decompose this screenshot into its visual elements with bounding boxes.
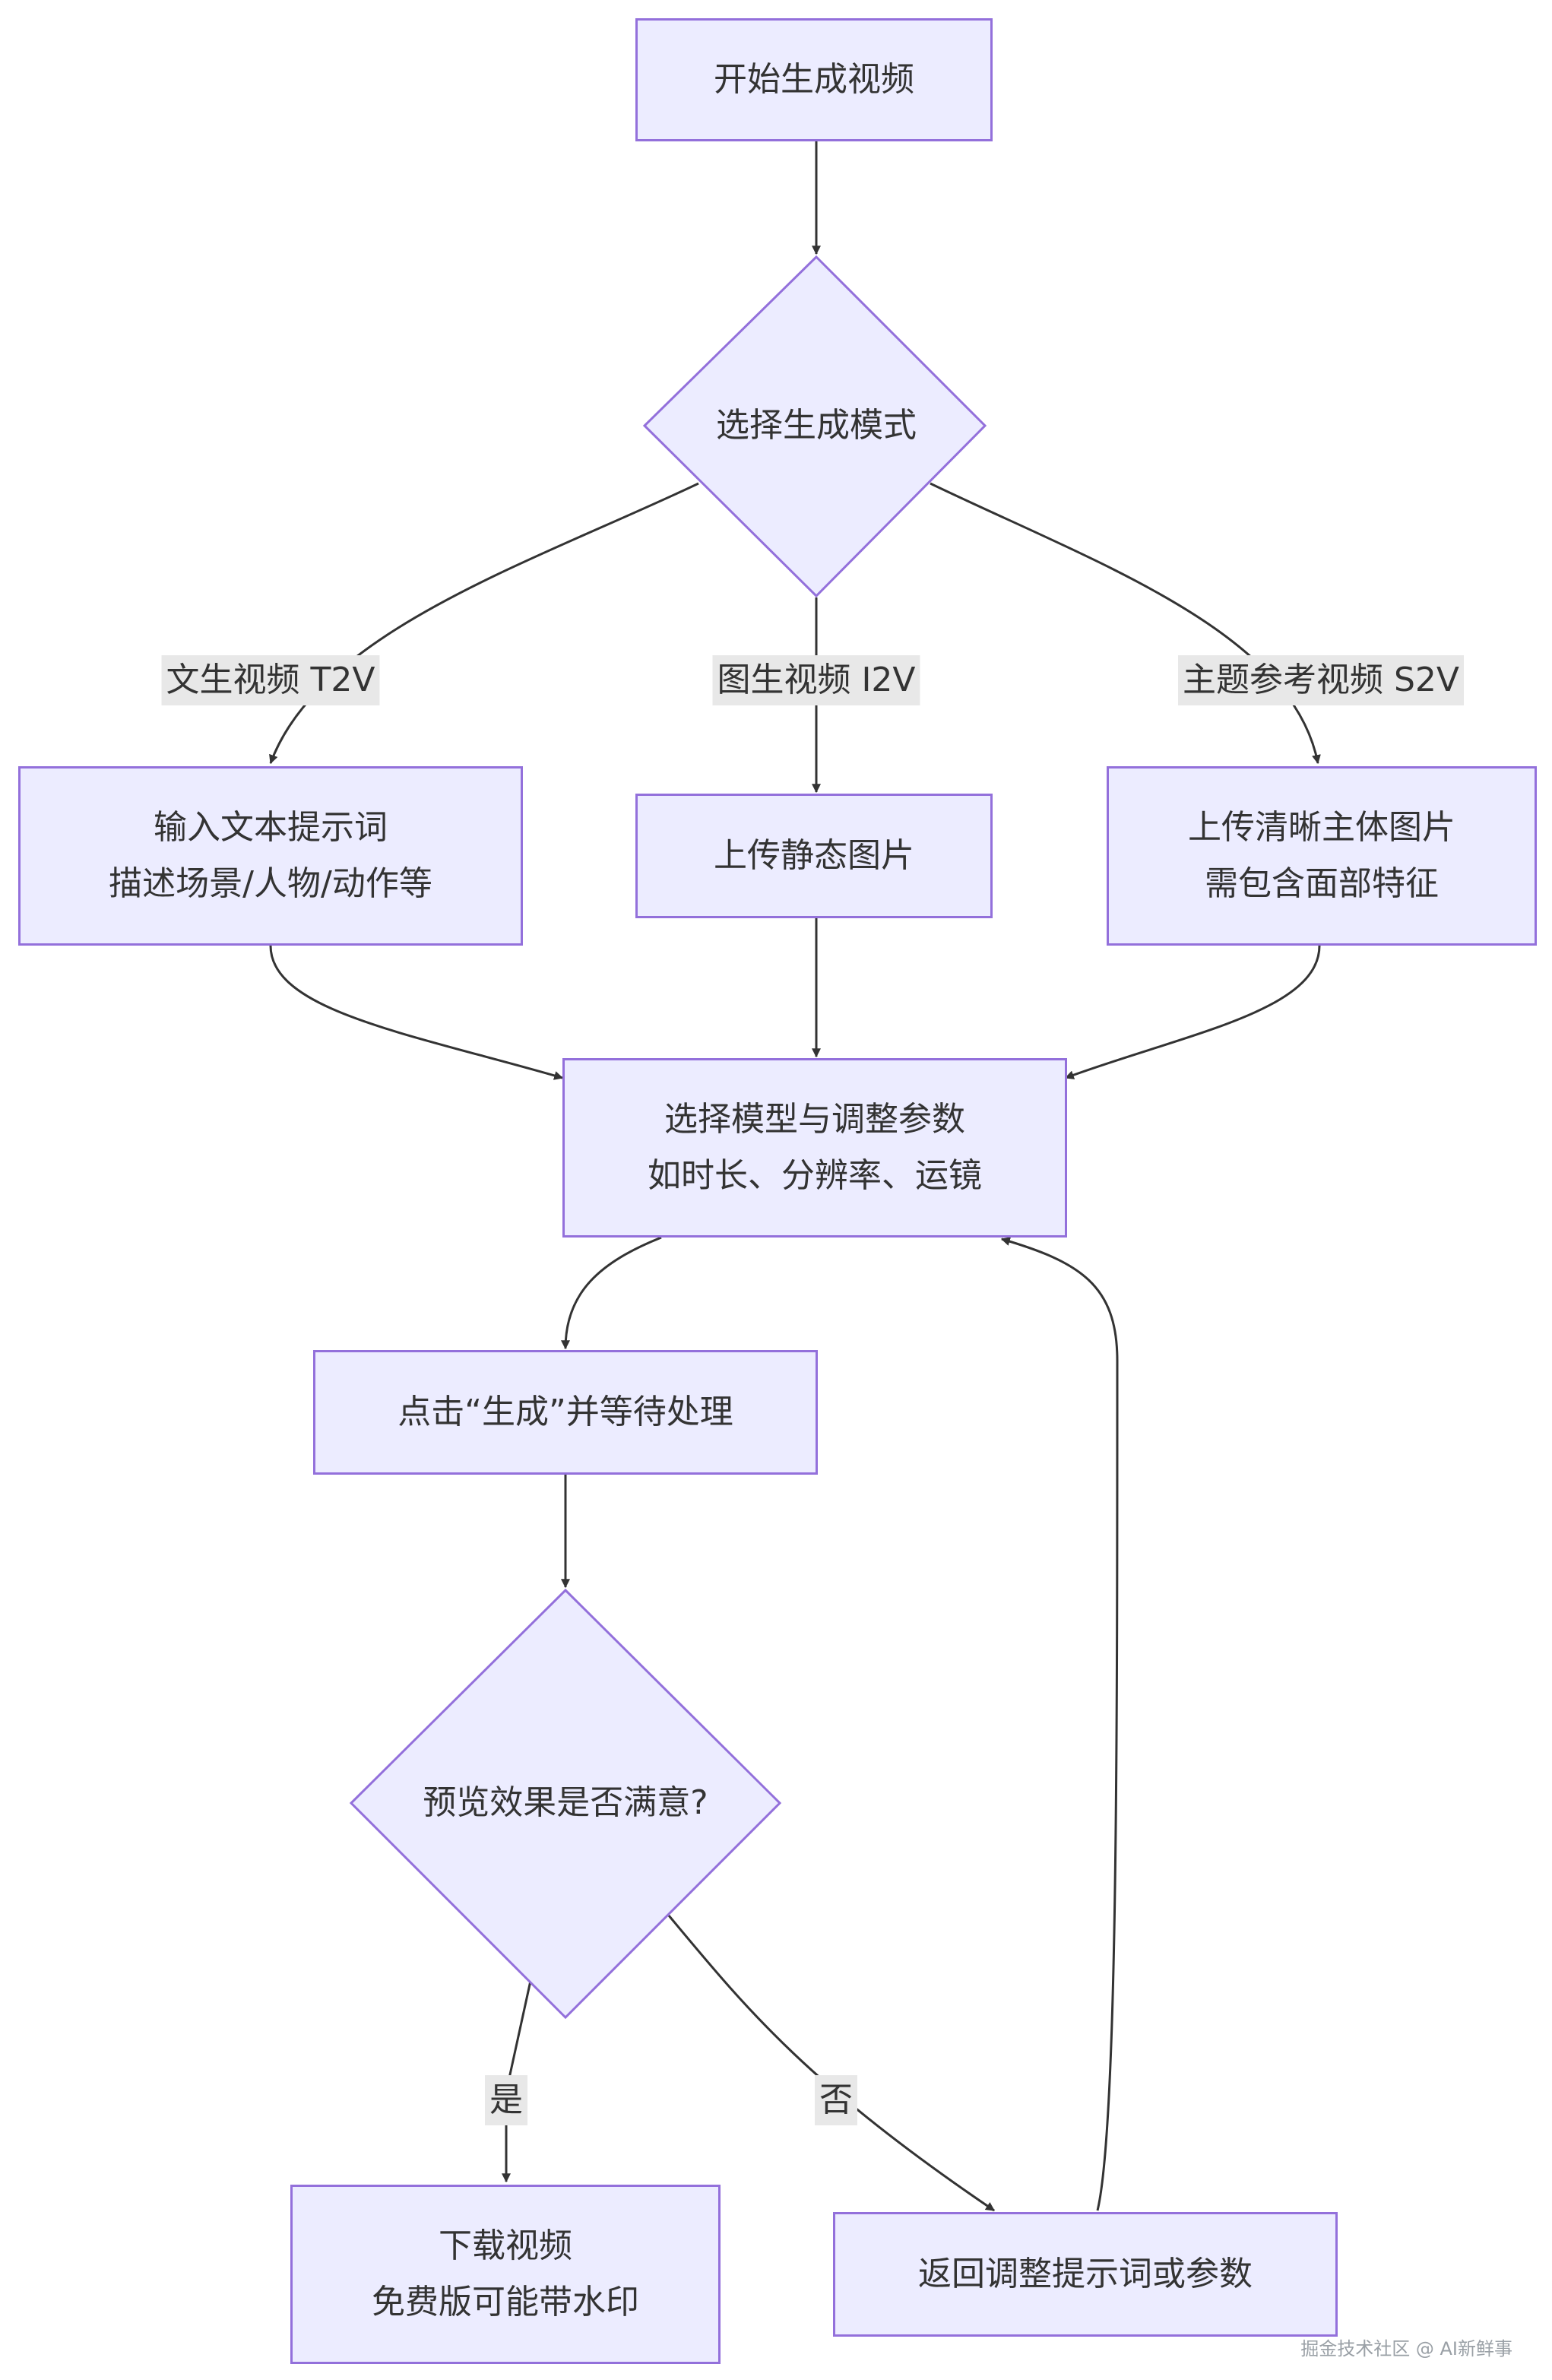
decision-satisfied-shape	[349, 1588, 782, 2020]
node-i2v: 上传静态图片	[635, 794, 993, 918]
node-start: 开始生成视频	[635, 18, 993, 141]
watermark: 掘金技术社区 @ AI新鲜事	[1300, 2338, 1512, 2359]
node-params: 选择模型与调整参数 如时长、分辨率、运镜	[562, 1058, 1067, 1238]
node-download: 下载视频 免费版可能带水印	[290, 2185, 721, 2364]
decision-satisfied-label: 预览效果是否满意?	[423, 1783, 708, 1822]
node-generate-label: 点击“生成”并等待处理	[398, 1393, 733, 1431]
node-start-label: 开始生成视频	[714, 60, 914, 99]
edge-label-s2v: 主题参考视频 S2V	[1177, 655, 1465, 705]
edge-satisfied-to-adjust	[667, 1915, 995, 2212]
node-adjust: 返回调整提示词或参数	[833, 2212, 1338, 2337]
edge-label-no: 否	[815, 2075, 857, 2125]
edge-label-t2v: 文生视频 T2V	[161, 655, 380, 705]
node-s2v: 上传清晰主体图片 需包含面部特征	[1107, 766, 1537, 946]
node-s2v-line2: 需包含面部特征	[1205, 864, 1439, 903]
edge-s2v-to-params	[1064, 945, 1321, 1079]
decision-mode-shape	[642, 255, 987, 598]
node-params-line1: 选择模型与调整参数	[664, 1100, 965, 1139]
edge-label-yes: 是	[485, 2075, 527, 2125]
edge-label-i2v: 图生视频 I2V	[712, 655, 920, 705]
node-t2v: 输入文本提示词 描述场景/人物/动作等	[18, 766, 523, 946]
edge-t2v-to-params	[269, 945, 564, 1080]
decision-choose-mode: 选择生成模式	[669, 380, 964, 471]
edge-mode-to-t2v	[269, 482, 699, 765]
edge-adjust-to-params	[1000, 1237, 1119, 2211]
node-t2v-line1: 输入文本提示词	[154, 808, 388, 847]
edge-mode-to-s2v	[930, 482, 1321, 765]
edge-params-to-generate	[561, 1236, 662, 1350]
node-download-line2: 免费版可能带水印	[372, 2283, 639, 2321]
node-s2v-line1: 上传清晰主体图片	[1188, 808, 1455, 847]
node-download-line1: 下载视频	[439, 2226, 572, 2265]
node-i2v-label: 上传静态图片	[714, 836, 914, 875]
decision-choose-mode-label: 选择生成模式	[716, 406, 917, 445]
node-adjust-label: 返回调整提示词或参数	[918, 2255, 1253, 2293]
node-generate: 点击“生成”并等待处理	[313, 1350, 818, 1475]
node-t2v-line2: 描述场景/人物/动作等	[109, 864, 432, 903]
node-params-line2: 如时长、分辨率、运镜	[648, 1156, 982, 1195]
decision-satisfied: 预览效果是否满意?	[388, 1757, 743, 1849]
